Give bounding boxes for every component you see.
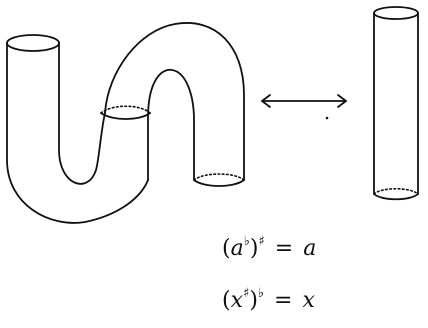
cylinder-bottom-front [373,193,419,201]
eq2-rhs: x [302,288,315,313]
arch-inner-contour [147,68,195,181]
eq1-rhs: a [303,236,316,261]
joint-ring-front [100,112,151,120]
cylinder [373,6,419,201]
svg-text:(a♭)♯=a: (a♭)♯=a [222,234,316,261]
eq2-equals: = [274,288,292,313]
equation-1: (a♭)♯=a [222,234,316,261]
arch-outer-contour [104,22,245,181]
eq1-open-paren: ( [222,236,231,261]
s-tube-surface [6,22,245,224]
cylinder-top-opening [373,6,419,20]
eq2-close-paren: ) [249,288,258,313]
tube-top-opening [6,34,60,52]
eq1-var: a [231,236,244,261]
left-u-inner-contour [58,42,106,185]
svg-text:(x♯)♭=x: (x♯)♭=x [222,286,315,313]
eq2-open-paren: ( [222,288,231,313]
eq2-outer-sup: ♭ [258,286,264,301]
eq1-outer-sup: ♯ [258,234,264,249]
eq1-equals: = [275,236,293,261]
equation-2: (x♯)♭=x [222,286,315,313]
eq2-var: x [231,288,244,313]
cylinder-bottom-back [373,187,419,195]
double-arrow [261,94,347,120]
left-u-outer-contour [6,42,149,224]
joint-ring-back [100,105,151,114]
eq2-inner-sup: ♯ [243,286,249,301]
small-dot [325,116,329,120]
eq1-inner-sup: ♭ [244,234,250,249]
eq1-close-paren: ) [250,236,259,261]
tube-bottom-opening-back [193,173,245,181]
tube-bottom-opening-front [193,179,245,187]
